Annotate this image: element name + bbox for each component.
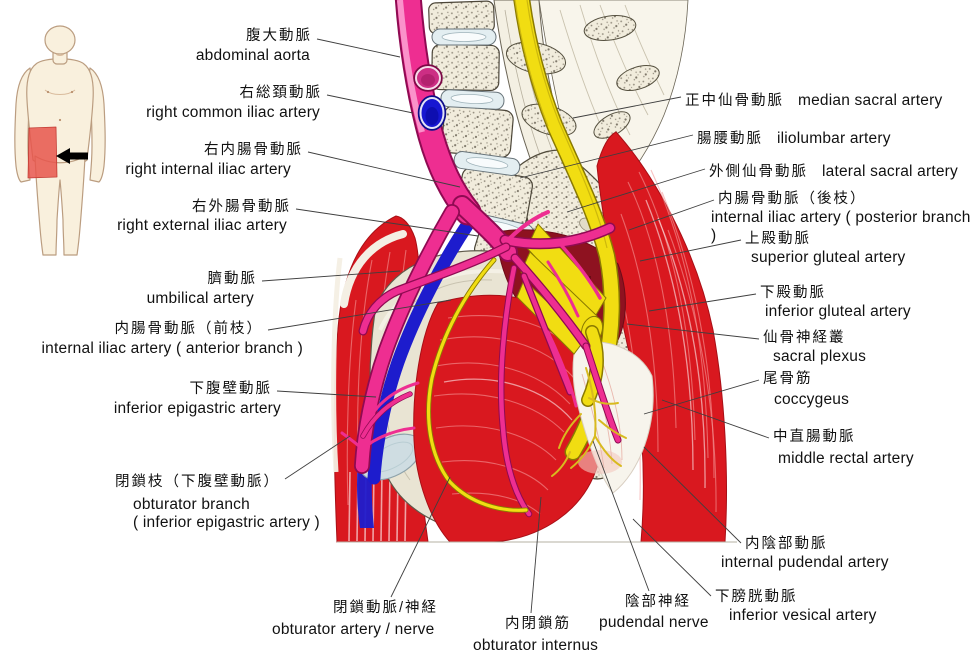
label-lateral-sacral-artery: 外側仙骨動脈 lateral sacral artery — [709, 160, 958, 181]
label-right-internal-iliac-artery-en: right internal iliac artery — [125, 161, 291, 178]
label-pudendal-nerve-en: pudendal nerve — [599, 614, 709, 631]
label-abdominal-aorta-en: abdominal aorta — [195, 47, 310, 64]
leader-line-lateral-sacral-artery — [566, 168, 706, 213]
label-obturator-artery-nerve-jp: 閉鎖動脈/神経 — [333, 600, 439, 616]
leader-line-obturator-internus — [530, 496, 542, 614]
label-obturator-branch-en: obturator branch ( inferior epigastric a… — [133, 496, 320, 532]
label-en-text: median sacral artery — [798, 92, 943, 109]
leader-line-inferior-vesical-artery — [632, 518, 712, 597]
leader-line-right-internal-iliac-artery — [307, 151, 461, 188]
label-inferior-epigastric-artery-en: inferior epigastric artery — [113, 400, 281, 417]
label-sacral-plexus-jp: 仙骨神経叢 — [763, 330, 846, 346]
label-jp-text: 外側仙骨動脈 — [709, 164, 808, 180]
label-jp-text: 正中仙骨動脈 — [685, 93, 784, 109]
leader-line-sacral-plexus — [626, 323, 760, 340]
label-obturator-internus-jp: 内閉鎖筋 — [505, 616, 571, 632]
label-right-external-iliac-artery-en: right external iliac artery — [117, 217, 287, 234]
arterial-tree — [340, 0, 622, 518]
leader-line-inferior-epigastric-artery — [276, 390, 377, 398]
leader-line-umbilical-artery — [261, 270, 401, 282]
label-internal-iliac-artery-posterior-branch-en: internal iliac artery ( posterior branch… — [711, 209, 971, 245]
obturator-and-pudendal-nerves — [426, 257, 627, 513]
label-internal-iliac-artery-posterior-branch-jp: 内腸骨動脈（後枝） — [718, 191, 867, 207]
label-en-text: lateral sacral artery — [822, 163, 958, 180]
label-en-text: iliolumbar artery — [777, 130, 891, 147]
label-right-internal-iliac-artery-jp: 右内腸骨動脈 — [204, 142, 303, 158]
label-inferior-gluteal-artery-en: inferior gluteal artery — [765, 303, 911, 320]
label-superior-gluteal-artery-jp: 上殿動脈 — [745, 231, 811, 247]
location-arrow-icon — [56, 148, 88, 164]
leader-line-middle-rectal-artery — [661, 399, 770, 439]
label-middle-rectal-artery-jp: 中直腸動脈 — [773, 429, 856, 445]
leader-line-abdominal-aorta — [316, 38, 401, 58]
label-obturator-internus-en: obturator internus — [473, 637, 599, 654]
label-inferior-gluteal-artery-jp: 下殿動脈 — [760, 285, 826, 301]
label-internal-pudendal-artery-en: internal pudendal artery — [721, 554, 889, 571]
vessel-stumps — [413, 64, 447, 131]
label-right-external-iliac-artery-jp: 右外腸骨動脈 — [192, 199, 291, 215]
leader-line-right-external-iliac-artery — [295, 208, 479, 237]
label-abdominal-aorta-jp: 腹大動脈 — [246, 28, 312, 44]
leader-line-median-sacral-artery — [572, 96, 682, 119]
label-umbilical-artery-jp: 臍動脈 — [207, 271, 257, 287]
label-jp-text: 腸腰動脈 — [697, 131, 763, 147]
label-internal-pudendal-artery-jp: 内陰部動脈 — [745, 536, 828, 552]
label-coccygeus-jp: 尾骨筋 — [763, 371, 813, 387]
leader-line-pudendal-nerve — [592, 440, 650, 592]
leader-line-superior-gluteal-artery — [639, 239, 742, 262]
label-median-sacral-artery: 正中仙骨動脈 median sacral artery — [685, 89, 942, 110]
leader-line-internal-iliac-artery-posterior-branch — [628, 199, 715, 231]
leader-line-internal-iliac-artery-anterior-branch — [267, 299, 452, 331]
leader-lines — [261, 38, 770, 614]
leader-line-internal-pudendal-artery — [643, 446, 742, 544]
legs — [34, 155, 86, 256]
label-internal-iliac-artery-anterior-branch-en: internal iliac artery ( anterior branch … — [41, 340, 303, 357]
label-inferior-vesical-artery-jp: 下膀胱動脈 — [715, 589, 798, 605]
label-right-common-iliac-artery-jp: 右総頚動脈 — [239, 85, 322, 101]
leader-line-coccygeus — [643, 379, 760, 415]
head — [44, 25, 76, 55]
label-superior-gluteal-artery-en: superior gluteal artery — [751, 249, 906, 266]
highlight-region — [27, 126, 58, 179]
body-location-inset — [14, 25, 106, 256]
label-coccygeus-en: coccygeus — [774, 391, 850, 408]
leader-line-iliolumbar-artery — [519, 134, 694, 179]
label-inferior-vesical-artery-en: inferior vesical artery — [729, 607, 877, 624]
label-sacral-plexus-en: sacral plexus — [773, 348, 867, 365]
label-inferior-epigastric-artery-jp: 下腹壁動脈 — [189, 381, 272, 397]
leader-line-inferior-gluteal-artery — [648, 293, 757, 312]
label-right-common-iliac-artery-en: right common iliac artery — [146, 104, 320, 121]
label-umbilical-artery-en: umbilical artery — [146, 290, 254, 307]
label-iliolumbar-artery: 腸腰動脈 iliolumbar artery — [697, 127, 891, 148]
label-middle-rectal-artery-en: middle rectal artery — [778, 450, 914, 467]
label-internal-iliac-artery-anterior-branch-jp: 内腸骨動脈（前枝） — [114, 321, 263, 337]
label-obturator-artery-nerve-en: obturator artery / nerve — [272, 621, 435, 638]
label-obturator-branch-jp: 閉鎖枝（下腹壁動脈） — [115, 474, 280, 490]
leader-line-obturator-branch — [284, 435, 351, 480]
pelvis-illustration — [331, 0, 737, 543]
label-pudendal-nerve-jp: 陰部神経 — [625, 594, 691, 610]
leader-line-obturator-artery-nerve — [390, 476, 451, 598]
leader-line-right-common-iliac-artery — [326, 94, 414, 114]
